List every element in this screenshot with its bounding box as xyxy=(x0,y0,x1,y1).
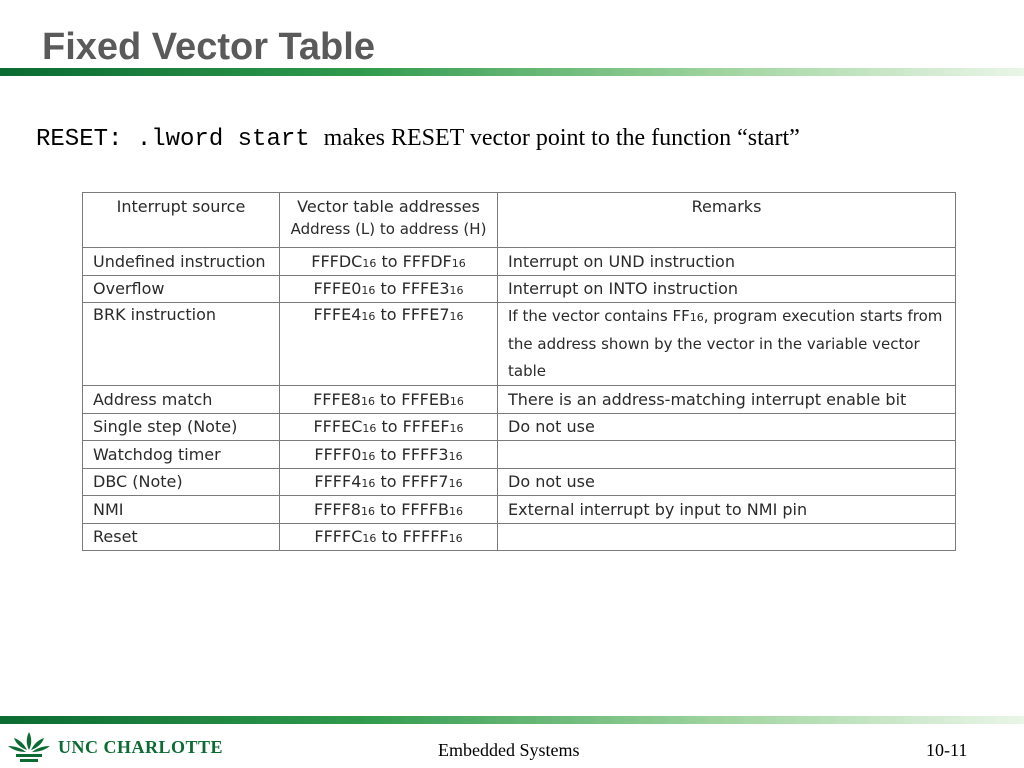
header-remarks: Remarks xyxy=(497,192,956,248)
top-divider xyxy=(0,68,1024,76)
cell-remarks: External interrupt by input to NMI pin xyxy=(497,495,956,524)
cell-remarks: There is an address-matching interrupt e… xyxy=(497,385,956,414)
cell-remarks: Do not use xyxy=(497,467,956,496)
cell-remarks xyxy=(497,440,956,469)
logo-text: UNC CHARLOTTE xyxy=(58,736,224,757)
cell-source: Single step (Note) xyxy=(82,412,280,441)
cell-address: FFFE416 to FFFE716 xyxy=(279,302,498,386)
code-snippet: RESET: .lword start xyxy=(36,126,310,153)
table-row: Watchdog timer FFFF016 to FFFF316 xyxy=(82,440,956,469)
header-interrupt-source: Interrupt source xyxy=(82,192,280,248)
header-addr-line1: Vector table addresses xyxy=(297,197,480,216)
cell-remarks xyxy=(497,522,956,551)
cell-address: FFFEC16 to FFFEF16 xyxy=(279,412,498,441)
table-row: Undefined instruction FFFDC16 to FFFDF16… xyxy=(82,247,956,276)
cell-remarks: Interrupt on UND instruction xyxy=(497,247,956,276)
bottom-divider xyxy=(0,716,1024,724)
code-description: makes RESET vector point to the function… xyxy=(323,125,800,151)
code-line: RESET: .lword start makes RESET vector po… xyxy=(36,124,800,153)
cell-address: FFFE816 to FFFEB16 xyxy=(279,385,498,414)
table-row: Single step (Note) FFFEC16 to FFFEF16 Do… xyxy=(82,412,956,441)
cell-address: FFFF016 to FFFF316 xyxy=(279,440,498,469)
cell-remarks: Do not use xyxy=(497,412,956,441)
cell-source: DBC (Note) xyxy=(82,467,280,496)
cell-source: BRK instruction xyxy=(82,302,280,386)
cell-source: Overflow xyxy=(82,274,280,303)
page-number: 10-11 xyxy=(926,740,968,760)
cell-address: FFFDC16 to FFFDF16 xyxy=(279,247,498,276)
table-row: Reset FFFFC16 to FFFFF16 xyxy=(82,522,956,551)
table-row: NMI FFFF816 to FFFFB16 External interrup… xyxy=(82,495,956,524)
cell-source: Address match xyxy=(82,385,280,414)
table-row: DBC (Note) FFFF416 to FFFF716 Do not use xyxy=(82,467,956,496)
cell-remarks: Interrupt on INTO instruction xyxy=(497,274,956,303)
header-addr-line2: Address (L) to address (H) xyxy=(290,220,487,238)
cell-source: NMI xyxy=(82,495,280,524)
cell-remarks: If the vector contains FF16, program exe… xyxy=(497,302,956,386)
table-header-row: Interrupt source Vector table addresses … xyxy=(82,192,956,248)
table-row: Address match FFFE816 to FFFEB16 There i… xyxy=(82,385,956,414)
slide-title: Fixed Vector Table xyxy=(42,26,375,68)
cell-address: FFFFC16 to FFFFF16 xyxy=(279,522,498,551)
header-vector-addresses: Vector table addresses Address (L) to ad… xyxy=(279,192,498,248)
table-row: Overflow FFFE016 to FFFE316 Interrupt on… xyxy=(82,274,956,303)
vector-table: Interrupt source Vector table addresses … xyxy=(82,192,956,551)
cell-address: FFFF416 to FFFF716 xyxy=(279,467,498,496)
cell-address: FFFE016 to FFFE316 xyxy=(279,274,498,303)
footer-logo: UNC CHARLOTTE xyxy=(6,730,223,764)
cell-address: FFFF816 to FFFFB16 xyxy=(279,495,498,524)
cell-source: Reset xyxy=(82,522,280,551)
crown-leaf-icon xyxy=(8,732,50,762)
cell-source: Watchdog timer xyxy=(82,440,280,469)
table-row: BRK instruction FFFE416 to FFFE716 If th… xyxy=(82,302,956,386)
cell-source: Undefined instruction xyxy=(82,247,280,276)
footer-course: Embedded Systems xyxy=(438,740,580,760)
